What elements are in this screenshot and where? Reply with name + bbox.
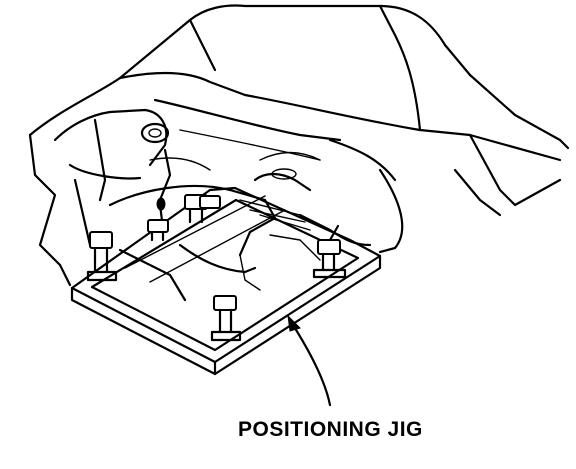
jig-post-front-center bbox=[210, 295, 242, 342]
jig-post-right bbox=[312, 224, 347, 279]
jig-post-front-left bbox=[86, 231, 118, 282]
positioning-jig-label: POSITIONING JIG bbox=[238, 418, 423, 441]
jig-post-rear-center bbox=[147, 194, 221, 242]
jig-posts bbox=[86, 194, 347, 342]
positioning-jig bbox=[70, 186, 382, 376]
callout-leader-arrow bbox=[287, 314, 332, 407]
vehicle-body bbox=[28, 4, 570, 302]
